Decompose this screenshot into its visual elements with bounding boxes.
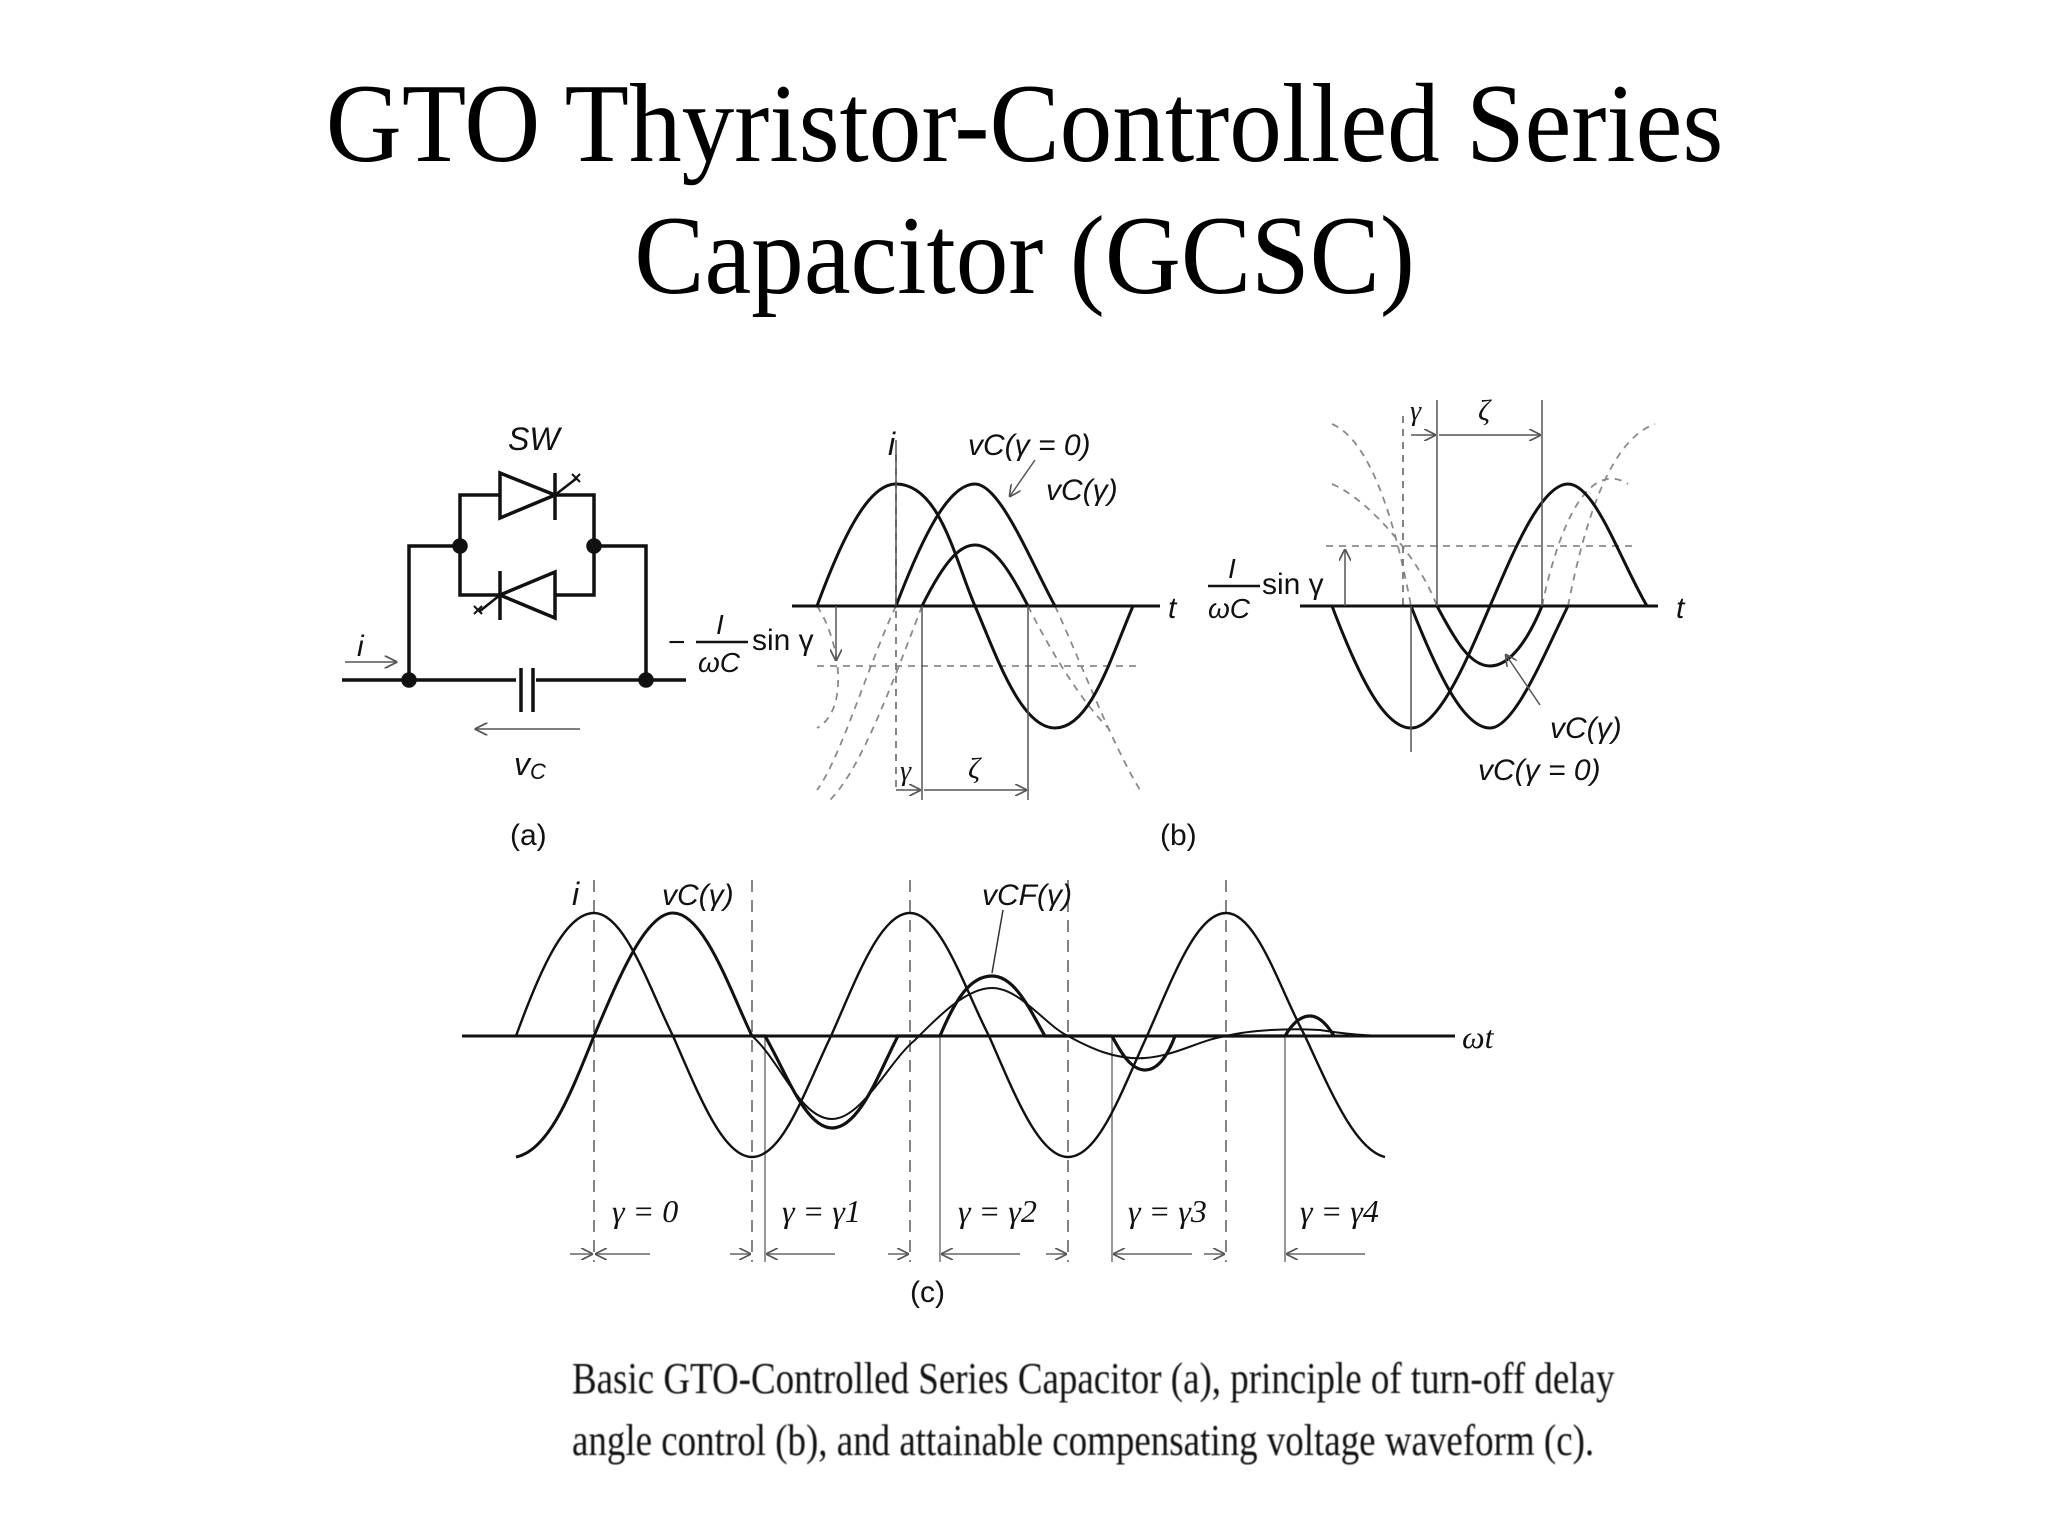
b-right-gamma-label: γ xyxy=(1410,396,1422,427)
b-vc0-label: vC(γ = 0) xyxy=(968,429,1091,462)
gto-thyristor-upper-icon xyxy=(498,470,581,521)
vc-pulses xyxy=(752,974,1336,1130)
svg-text:I: I xyxy=(716,609,724,640)
svg-text:ωC: ωC xyxy=(1208,593,1251,624)
node-dot xyxy=(452,538,468,554)
switch-label: SW xyxy=(508,421,562,457)
node-dot xyxy=(638,672,654,688)
b-zeta-label: ζ xyxy=(968,752,982,785)
b-vcg-label: vC(γ) xyxy=(1046,474,1118,507)
current-label: i xyxy=(357,630,365,663)
interval-label-gamma1: γ = γ1 xyxy=(782,1193,861,1229)
panel-c-label: (c) xyxy=(910,1276,945,1309)
svg-text:−: − xyxy=(668,626,686,659)
panel-c-plot: i vC(γ) vCF(γ) ωt γ = 0 γ = γ1 γ = γ2 γ … xyxy=(462,876,1495,1262)
svg-text:sin γ: sin γ xyxy=(752,624,814,657)
node-dot xyxy=(586,538,602,554)
b-right-offset-label: I ωC sin γ xyxy=(1208,553,1324,624)
capacitor-symbol xyxy=(519,668,535,712)
b-time-axis-label: t xyxy=(1168,592,1178,625)
caption-line-1: Basic GTO-Controlled Series Capacitor (a… xyxy=(572,1354,1615,1403)
c-current-label: i xyxy=(572,876,580,912)
panel-a-label: (a) xyxy=(510,819,547,852)
title-line-1: GTO Thyristor-Controlled Series xyxy=(325,62,1724,186)
interval-label-gamma4: γ = γ4 xyxy=(1300,1193,1379,1229)
slide-title: GTO Thyristor-Controlled Series Capacito… xyxy=(0,58,2048,322)
c-vc-label: vC(γ) xyxy=(662,879,734,912)
b-offset-label: − I ωC sin γ xyxy=(668,609,814,678)
b-right-time-axis-label: t xyxy=(1676,592,1686,625)
b-right-zeta-label: ζ xyxy=(1478,394,1492,427)
vcf-filtered-waveform xyxy=(751,986,1391,1121)
b-right-vcg-label: vC(γ) xyxy=(1550,712,1622,745)
figure-caption: Basic GTO-Controlled Series Capacitor (a… xyxy=(572,1348,1615,1472)
current-waveform xyxy=(514,911,1386,1159)
gto-thyristor-lower-icon xyxy=(473,569,557,621)
c-vcf-label: vCF(γ) xyxy=(982,879,1072,912)
interval-label-gamma3: γ = γ3 xyxy=(1128,1193,1207,1229)
panel-a-circuit xyxy=(342,470,686,712)
b-current-label: i xyxy=(888,426,896,462)
title-line-2: Capacitor (GCSC) xyxy=(634,194,1415,318)
panel-b-left-plot: i vC(γ = 0) vC(γ) t − I ωC sin γ γ ζ xyxy=(668,426,1178,801)
svg-text:sin γ: sin γ xyxy=(1262,568,1324,601)
vc-waveform-gamma0 xyxy=(515,911,754,1159)
caption-line-2: angle control (b), and attainable compen… xyxy=(572,1416,1595,1465)
c-omega-t-label: ωt xyxy=(1462,1019,1495,1055)
panel-b-right-plot: I ωC sin γ t γ ζ vC(γ) vC(γ = 0) xyxy=(1208,394,1686,787)
interval-label-gamma2: γ = γ2 xyxy=(958,1193,1037,1229)
interval-label-gamma0: γ = 0 xyxy=(612,1193,678,1229)
vc-label: vC xyxy=(514,746,546,784)
node-dot xyxy=(401,672,417,688)
svg-text:ωC: ωC xyxy=(698,647,741,678)
panel-b-label: (b) xyxy=(1160,819,1197,852)
b-gamma-label: γ xyxy=(900,756,912,787)
b-right-vc0-label: vC(γ = 0) xyxy=(1478,754,1601,787)
svg-text:I: I xyxy=(1228,553,1236,584)
